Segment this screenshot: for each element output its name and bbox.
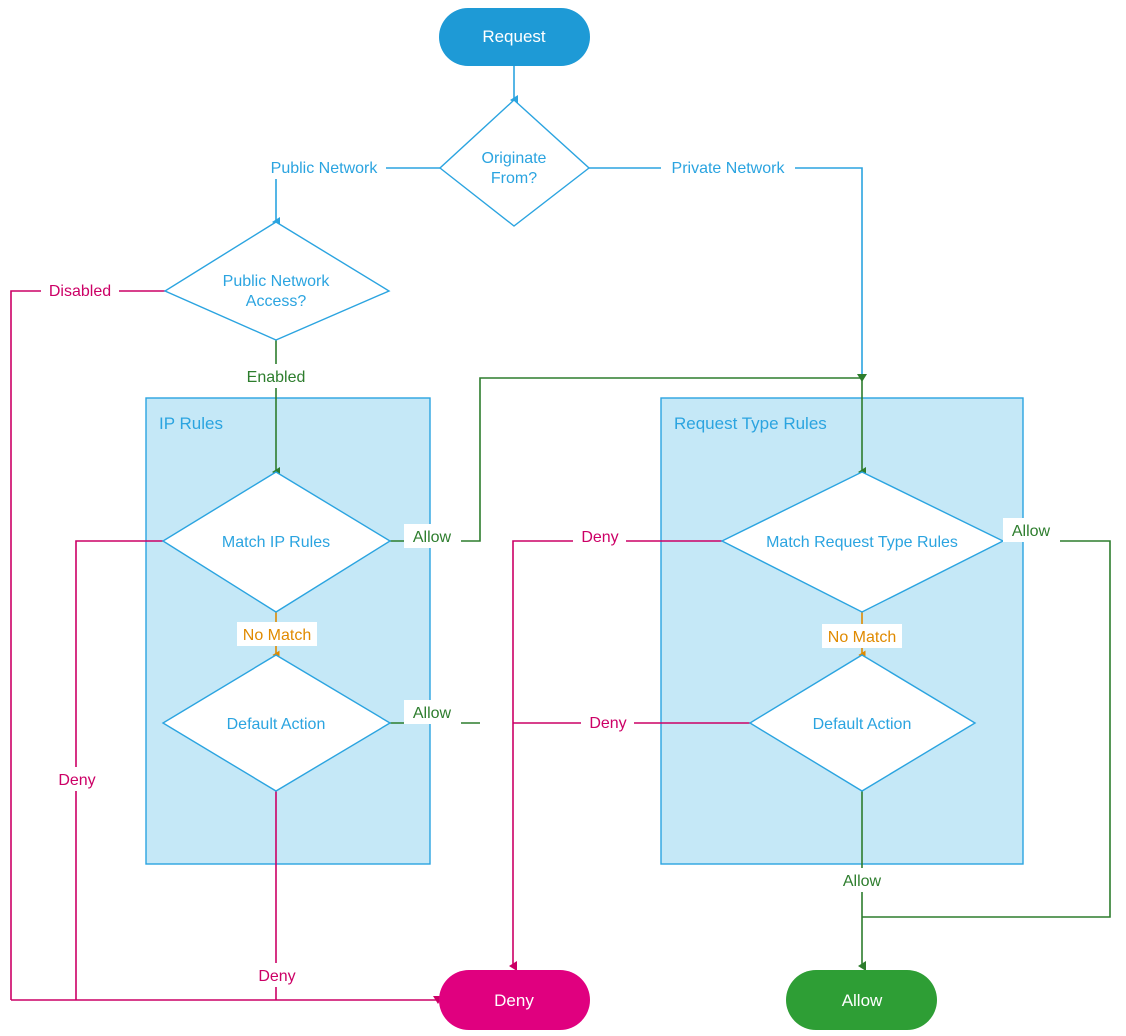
edge-label-rt-match-deny: Deny bbox=[573, 524, 626, 548]
node-request-label: Request bbox=[482, 27, 546, 46]
group-request-type-rules-title: Request Type Rules bbox=[674, 414, 827, 433]
svg-text:Allow: Allow bbox=[413, 705, 452, 722]
edge-label-rt-default-deny: Deny bbox=[581, 710, 634, 734]
node-match-request-type-rules-label: Match Request Type Rules bbox=[766, 534, 958, 551]
edge-label-rt-default-allow: Allow bbox=[833, 868, 890, 892]
svg-text:Deny: Deny bbox=[581, 529, 618, 546]
svg-text:Allow: Allow bbox=[413, 529, 452, 546]
edge-label-ip-default-deny: Deny bbox=[251, 963, 304, 987]
node-originate-from-label-1: Originate bbox=[482, 150, 547, 167]
edge-label-enabled: Enabled bbox=[240, 364, 313, 388]
edge-label-private-network: Private Network bbox=[661, 155, 795, 179]
node-public-network-access-label-2: Access? bbox=[246, 293, 307, 310]
svg-text:No Match: No Match bbox=[243, 627, 311, 644]
svg-text:Deny: Deny bbox=[258, 968, 295, 985]
edge-label-ip-default-allow: Allow bbox=[404, 700, 461, 724]
svg-text:Allow: Allow bbox=[1012, 523, 1051, 540]
svg-text:Allow: Allow bbox=[843, 873, 882, 890]
edge-label-ip-match-deny: Deny bbox=[51, 767, 104, 791]
node-public-network-access[interactable]: Public Network Access? bbox=[163, 221, 391, 341]
edge-match-ip-deny bbox=[75, 540, 163, 1000]
node-deny-label: Deny bbox=[494, 991, 534, 1010]
svg-text:No Match: No Match bbox=[828, 629, 896, 646]
group-request-type-rules: Request Type Rules bbox=[660, 397, 1024, 865]
node-match-ip-rules-label: Match IP Rules bbox=[222, 534, 330, 551]
node-allow-label: Allow bbox=[842, 991, 883, 1010]
node-ip-default-action[interactable]: Default Action bbox=[161, 654, 392, 792]
edge-label-rt-match-allow: Allow bbox=[1003, 518, 1060, 542]
svg-text:Enabled: Enabled bbox=[247, 369, 306, 386]
svg-text:Deny: Deny bbox=[589, 715, 626, 732]
edge-label-public-network: Public Network bbox=[262, 155, 386, 179]
edge-label-disabled: Disabled bbox=[41, 278, 119, 302]
node-allow[interactable]: Allow bbox=[786, 970, 937, 1030]
edge-pna-disabled bbox=[10, 290, 165, 1000]
edge-label-rt-no-match: No Match bbox=[822, 624, 902, 648]
node-ip-default-action-label: Default Action bbox=[227, 716, 326, 733]
node-deny[interactable]: Deny bbox=[439, 970, 590, 1030]
edge-label-ip-match-allow: Allow bbox=[404, 524, 461, 548]
edge-label-ip-no-match: No Match bbox=[237, 622, 317, 646]
node-public-network-access-label-1: Public Network bbox=[223, 273, 331, 290]
node-request-type-default-action-label: Default Action bbox=[813, 716, 912, 733]
svg-text:Deny: Deny bbox=[58, 772, 95, 789]
group-ip-rules-title: IP Rules bbox=[159, 414, 223, 433]
node-match-ip-rules[interactable]: Match IP Rules bbox=[161, 471, 392, 613]
node-originate-from-label-2: From? bbox=[491, 170, 537, 187]
svg-text:Private Network: Private Network bbox=[672, 160, 786, 177]
node-request-type-default-action[interactable]: Default Action bbox=[748, 654, 977, 792]
node-request[interactable]: Request bbox=[439, 8, 590, 66]
edge-match-rt-deny bbox=[509, 540, 722, 971]
node-match-request-type-rules[interactable]: Match Request Type Rules bbox=[720, 471, 1005, 613]
edge-originate-private-network bbox=[589, 167, 863, 378]
svg-text:Disabled: Disabled bbox=[49, 283, 111, 300]
svg-text:Public Network: Public Network bbox=[271, 160, 379, 177]
node-originate-from[interactable]: Originate From? bbox=[438, 99, 591, 227]
